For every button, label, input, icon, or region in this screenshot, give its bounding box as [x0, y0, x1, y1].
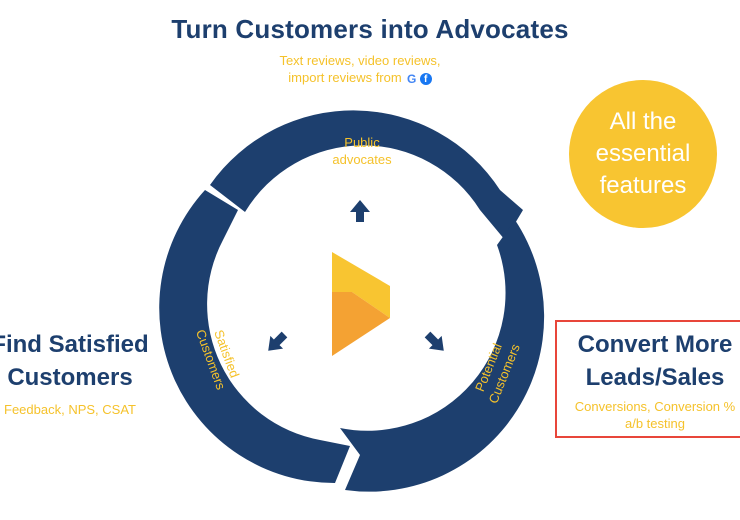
label-public-line-2: advocates: [332, 152, 392, 167]
left-title-line-1: Find Satisfied: [0, 331, 149, 358]
left-panel-subtitle: Feedback, NPS, CSAT: [4, 402, 136, 417]
cycle-ring: [159, 110, 545, 492]
ring-segment-left: [159, 190, 350, 484]
right-title-line-2: Leads/Sales: [585, 364, 725, 391]
page-title: Turn Customers into Advocates: [171, 14, 569, 44]
left-title-line-2: Customers: [7, 364, 133, 391]
essential-features-badge: All the essential features: [569, 80, 717, 228]
arrow-down-left-icon: [268, 331, 288, 351]
right-panel-subtitle: Conversions, Conversion % a/b testing: [555, 398, 740, 432]
ring-segment-top: [210, 110, 523, 241]
right-panel-title: Convert More Leads/Sales: [555, 328, 740, 394]
badge-text: All the essential features: [595, 108, 691, 199]
left-panel-title: Find Satisfied Customers: [0, 328, 170, 394]
right-panel-border: [555, 320, 740, 438]
ring-segment-right: [340, 220, 545, 492]
right-sub-line-1: Conversions, Conversion %: [574, 399, 736, 414]
header-subtitle: Text reviews, video reviews, import revi…: [230, 52, 490, 86]
arrow-down-right-icon: [424, 331, 444, 351]
label-public-line-1: Public: [344, 135, 380, 150]
google-icon: G: [407, 71, 417, 86]
right-title-line-1: Convert More: [577, 331, 733, 358]
arrow-up-icon: [350, 200, 370, 222]
logo-bottom-shape: [332, 292, 390, 356]
right-sub-line-2: a/b testing: [625, 416, 685, 431]
subtitle-line-2-text: import reviews from: [288, 70, 402, 85]
center-logo: [332, 252, 390, 356]
logo-top-shape: [332, 252, 390, 318]
facebook-icon: f: [419, 72, 432, 85]
subtitle-line-1: Text reviews, video reviews,: [279, 53, 441, 68]
